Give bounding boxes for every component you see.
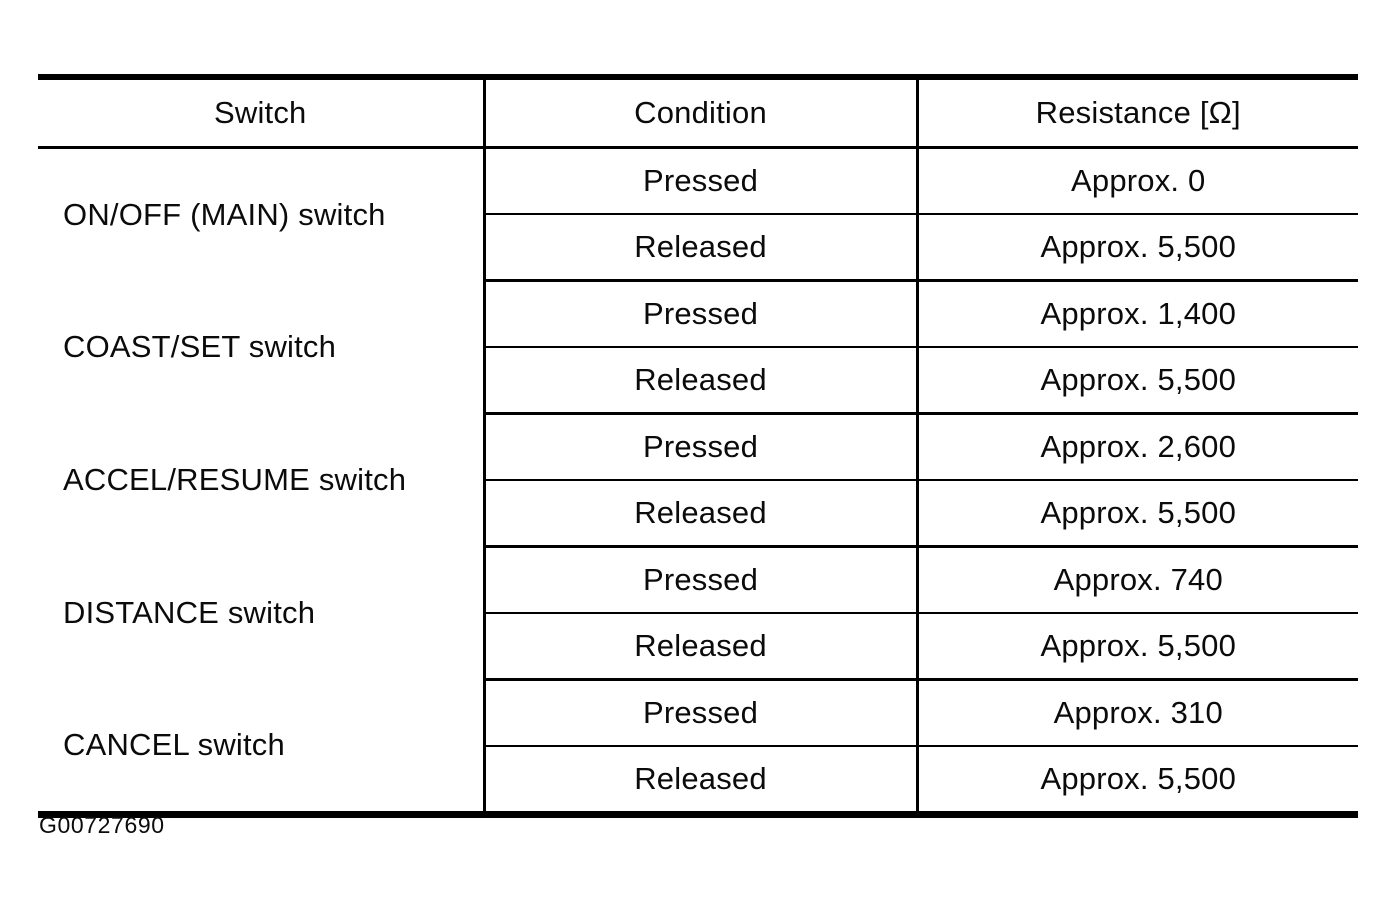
resistance-cell: Approx. 5,500 [915, 347, 1358, 415]
condition-cell: Released [482, 613, 917, 681]
resistance-cell: Approx. 5,500 [915, 214, 1358, 282]
condition-cell: Pressed [482, 413, 917, 481]
table-row: Released Approx. 5,500 [38, 746, 1358, 816]
resistance-cell: Approx. 310 [915, 679, 1358, 747]
switch-resistance-table-container: Switch Condition Resistance [Ω] ON/OFF (… [38, 74, 1358, 818]
table-row: CANCEL switch Pressed Approx. 310 [38, 679, 1358, 762]
table-row: COAST/SET switch Pressed Approx. 1,400 [38, 280, 1358, 364]
table-row: ACCEL/RESUME switch Pressed Approx. 2,60… [38, 413, 1358, 497]
table-row: Released Approx. 5,500 [38, 480, 1358, 548]
condition-cell: Pressed [482, 147, 917, 215]
switch-name-cell: ACCEL/RESUME switch [63, 462, 407, 497]
switch-resistance-table: Switch Condition Resistance [Ω] ON/OFF (… [38, 74, 1358, 818]
table-row: Released Approx. 5,500 [38, 613, 1358, 681]
condition-cell: Released [482, 480, 917, 548]
condition-cell: Pressed [482, 546, 917, 614]
header-switch: Switch [38, 77, 484, 149]
table-row: Released Approx. 5,500 [38, 214, 1358, 282]
table-row: DISTANCE switch Pressed Approx. 740 [38, 546, 1358, 630]
condition-cell: Released [482, 746, 917, 816]
resistance-cell: Approx. 0 [915, 147, 1358, 215]
table-row: ON/OFF (MAIN) switch Pressed Approx. 0 [38, 147, 1358, 232]
switch-name-cell: DISTANCE switch [63, 595, 316, 630]
condition-cell: Pressed [482, 280, 917, 348]
switch-name-cell: COAST/SET switch [63, 329, 337, 364]
header-row: Switch Condition Resistance [Ω] [38, 77, 1358, 149]
condition-cell: Released [482, 214, 917, 282]
condition-cell: Pressed [482, 679, 917, 747]
switch-name-cell: ON/OFF (MAIN) switch [63, 196, 386, 232]
figure-code: G00727690 [39, 812, 165, 838]
table-row: Released Approx. 5,500 [38, 347, 1358, 415]
resistance-cell: Approx. 5,500 [915, 480, 1358, 548]
resistance-cell: Approx. 1,400 [915, 280, 1358, 348]
resistance-cell: Approx. 5,500 [915, 613, 1358, 681]
switch-name-cell: CANCEL switch [63, 727, 285, 763]
condition-cell: Released [482, 347, 917, 415]
resistance-cell: Approx. 740 [915, 546, 1358, 614]
resistance-cell: Approx. 2,600 [915, 413, 1358, 481]
header-resistance: Resistance [Ω] [915, 77, 1358, 149]
resistance-cell: Approx. 5,500 [915, 746, 1358, 816]
header-condition: Condition [482, 77, 917, 149]
